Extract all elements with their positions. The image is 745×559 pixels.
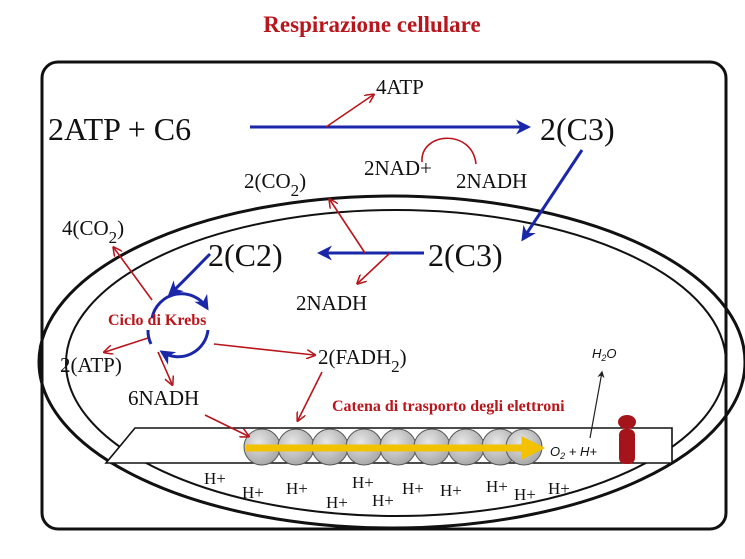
krebs-label: Ciclo di Krebs [108,312,206,329]
proton-label: H+ [514,485,536,504]
krebs-fadh-arrow [213,343,314,355]
mitochondrion-outer-membrane [37,194,745,530]
link-nadh-arrow [358,252,391,283]
krebs-cycle [146,292,210,365]
nadh-to-etc-arrow [204,414,248,436]
proton-label: H+ [548,479,570,498]
krebs-nadh-arrow [157,351,172,384]
proton-label: H+ [326,493,348,512]
etc-label: Catena di trasporto degli elettroni [332,398,565,415]
link-co2-label: 2(CO2) [244,169,306,200]
proton-label: H+ [242,483,264,502]
krebs-atp-arrow [105,337,149,352]
acetyl-label: 2(C2) [208,237,283,273]
proton-label: H+ [286,479,308,498]
proton-label: H+ [204,469,226,488]
link-nadh-label: 2NADH [296,291,367,315]
krebs-nadh-label: 6NADH [128,386,199,410]
krebs-fadh-label: 2(FADH2) [318,345,407,376]
fadh-to-etc-arrow [298,371,323,420]
atp-out-arrow [325,95,373,128]
mito-pyruvate-label: 2(C3) [428,237,503,273]
diagram-title: Respirazione cellulare [263,12,480,37]
krebs-co2-label: 4(CO2) [62,216,124,247]
water-arrow [589,370,605,439]
atp-out-label: 4ATP [376,75,424,99]
nad-label: 2NAD+ [364,156,432,180]
nad-loop-arrow [421,137,477,165]
proton-label: H+ [352,473,374,492]
link-co2-arrow [330,200,366,254]
glycolysis-nadh-label: 2NADH [456,169,527,193]
proton-label: H+ [440,481,462,500]
pyruvate-import-arrow [521,149,584,242]
oxygen-label: O2 + H+ [550,444,597,461]
krebs-atp-label: 2(ATP) [60,353,122,377]
proton-label: H+ [402,479,424,498]
proton-label: H+ [372,491,394,510]
mitochondrion-inner-membrane [65,209,727,517]
proton-group: H+ H+ H+ H+ H+ H+ H+ H+ H+ H+ H+ [204,469,570,512]
krebs-co2-arrow [114,248,153,301]
proton-label: H+ [486,477,508,496]
water-label: H2O [592,346,617,363]
glycolysis-reactants: 2ATP + C6 [48,111,191,147]
pump-icon [618,415,636,464]
pyruvate-label: 2(C3) [540,111,615,147]
krebs-entry-arrow [167,252,212,297]
